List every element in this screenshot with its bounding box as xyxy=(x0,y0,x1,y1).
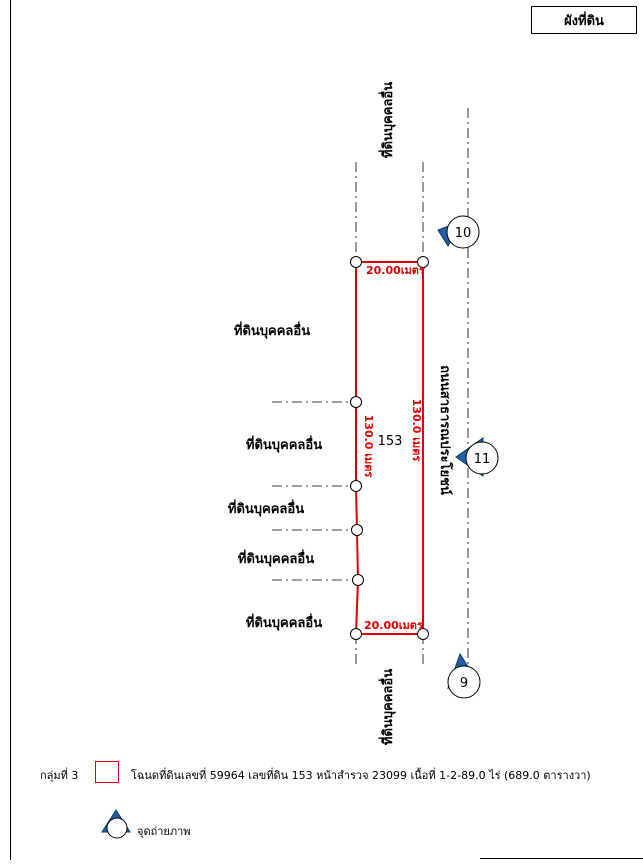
dimension-left: 130.0 เมตร xyxy=(362,415,375,478)
photo-point-number: 11 xyxy=(474,452,491,467)
boundary-marker xyxy=(350,480,362,492)
boundary-markers xyxy=(350,256,429,640)
photo-point-circle xyxy=(106,817,128,839)
dimension-bottom: 20.00เมตร xyxy=(364,619,423,632)
west-neighbor-label: ที่ดินบุคคลอื่น xyxy=(246,435,322,453)
parcel-number: 153 xyxy=(378,434,403,449)
photo-point-11: 11 xyxy=(455,437,499,477)
photo-point-circle xyxy=(447,665,481,699)
photo-point-9: 9 xyxy=(447,652,481,699)
photo-point-number: 9 xyxy=(460,676,468,691)
plan-title-box: ผังที่ดิน xyxy=(531,6,637,34)
west-neighbor-label: ที่ดินบุคคลอื่น xyxy=(238,549,314,567)
boundary-marker xyxy=(417,628,429,640)
south-neighbor-label: ที่ดินบุคคลอื่น xyxy=(378,669,396,745)
page-border-bottom xyxy=(480,858,643,859)
photo-point-circle xyxy=(465,441,499,475)
west-neighbor-label: ที่ดินบุคคลอื่น xyxy=(228,499,304,517)
photo-point-number: 10 xyxy=(455,226,472,241)
legend-deed-text: โฉนดที่ดินเลขที่ 59964 เลขที่ดิน 153 หน้… xyxy=(131,769,591,782)
dimension-top: 20.00เมตร xyxy=(366,264,425,277)
boundary-marker xyxy=(350,396,362,408)
legend-group: กลุ่มที่ 3 xyxy=(40,769,79,782)
legend-photo-point-text: จุดถ่ายภาพ xyxy=(137,825,191,838)
legend-parcel-square xyxy=(95,761,119,783)
dimension-right: 130.0 เมตร xyxy=(410,399,423,462)
plan-title: ผังที่ดิน xyxy=(564,13,604,29)
boundary-marker xyxy=(351,524,363,536)
boundary-marker xyxy=(350,256,362,268)
north-neighbor-label: ที่ดินบุคคลอื่น xyxy=(378,82,396,158)
legend-photo-point-icon xyxy=(101,809,131,839)
boundary-marker xyxy=(350,628,362,640)
west-neighbor-label: ที่ดินบุคคลอื่น xyxy=(246,613,322,631)
west-neighbor-label: ที่ดินบุคคลอื่น xyxy=(234,321,310,339)
boundary-marker xyxy=(417,256,429,268)
page-border-left xyxy=(10,0,11,860)
photo-point-10: 10 xyxy=(437,215,480,249)
boundary-marker xyxy=(352,574,364,586)
photo-point-circle xyxy=(446,215,480,249)
road-label: ถนนสาธารณประโยชน์ xyxy=(437,365,454,495)
